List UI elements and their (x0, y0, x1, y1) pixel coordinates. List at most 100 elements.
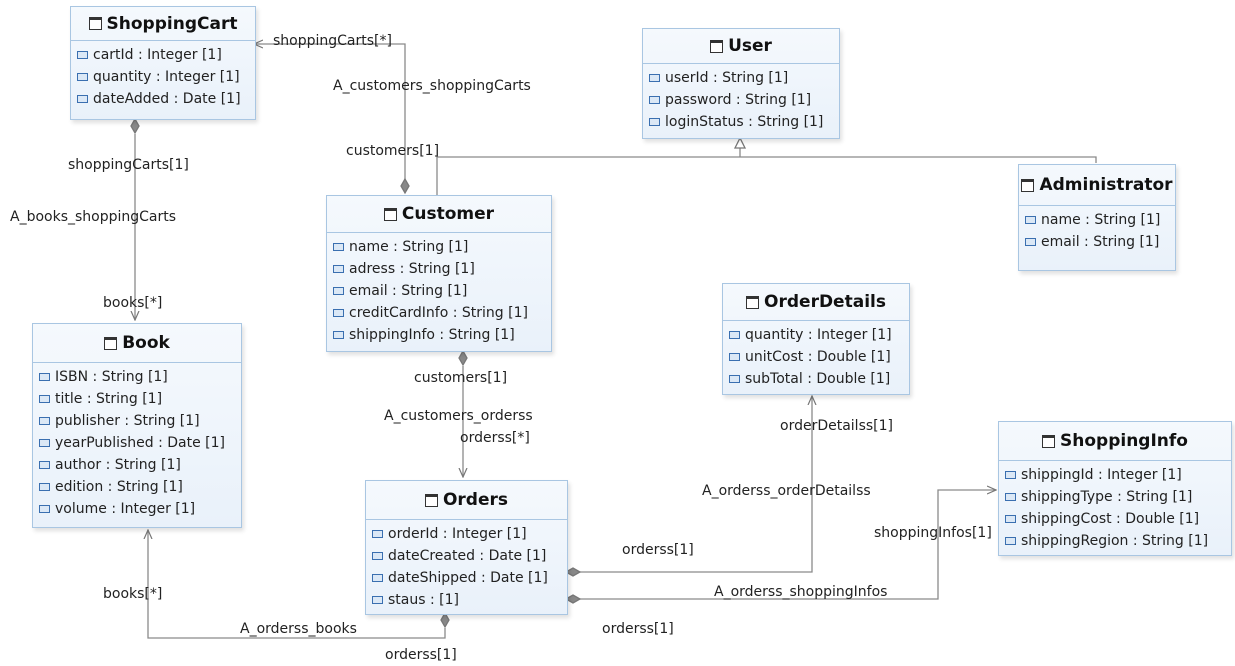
class-shoppingcart-header: ShoppingCart (71, 7, 255, 41)
attribute-icon (77, 73, 88, 81)
generalization-customer (436, 156, 740, 195)
role-label: orderss[1] (385, 647, 457, 663)
attribute-label: dateCreated : Date [1] (388, 548, 547, 564)
role-label: orderss[1] (622, 542, 694, 558)
attribute-row: userId : String [1] (643, 67, 839, 89)
attribute-row: quantity : Integer [1] (723, 324, 909, 346)
attribute-label: adress : String [1] (349, 261, 475, 277)
composition-diamond (564, 567, 582, 577)
association-label: A_books_shoppingCarts (10, 209, 177, 225)
attribute-row: title : String [1] (33, 388, 241, 410)
attribute-label: publisher : String [1] (55, 413, 200, 429)
class-shoppingcart-name: ShoppingCart (106, 13, 238, 34)
class-icon (104, 336, 118, 350)
attribute-icon (39, 461, 50, 469)
attribute-icon (1005, 471, 1016, 479)
attribute-icon (39, 439, 50, 447)
attribute-label: creditCardInfo : String [1] (349, 305, 528, 321)
role-label: orderDetailss[1] (780, 418, 893, 434)
attribute-label: dateAdded : Date [1] (93, 91, 241, 107)
class-icon (746, 295, 760, 309)
attribute-icon (39, 505, 50, 513)
role-label: books[*] (103, 586, 163, 602)
class-shoppinginfo-header: ShoppingInfo (999, 422, 1231, 461)
class-icon (1042, 434, 1056, 448)
attribute-icon (39, 417, 50, 425)
attribute-label: quantity : Integer [1] (745, 327, 892, 343)
attribute-label: unitCost : Double [1] (745, 349, 891, 365)
attribute-row: dateCreated : Date [1] (366, 545, 567, 567)
class-shoppinginfo[interactable]: ShoppingInfo shippingId : Integer [1] sh… (998, 421, 1232, 556)
attribute-icon (372, 574, 383, 582)
class-orders-header: Orders (366, 481, 567, 520)
attribute-label: edition : String [1] (55, 479, 183, 495)
role-label: orderss[1] (602, 621, 674, 637)
attribute-row: cartId : Integer [1] (71, 44, 255, 66)
class-administrator[interactable]: Administrator name : String [1] email : … (1018, 164, 1176, 271)
class-shoppingcart[interactable]: ShoppingCart cartId : Integer [1] quanti… (70, 6, 256, 120)
attribute-label: subTotal : Double [1] (745, 371, 891, 387)
attribute-row: email : String [1] (1019, 231, 1175, 253)
attribute-label: shippingId : Integer [1] (1021, 467, 1182, 483)
attribute-icon (333, 243, 344, 251)
edge-orders-shoppinginfo (580, 490, 996, 600)
class-orderdetails-name: OrderDetails (764, 292, 886, 312)
role-label: shoppingCarts[*] (273, 33, 392, 49)
attribute-row: dateAdded : Date [1] (71, 88, 255, 110)
attribute-label: orderId : Integer [1] (388, 526, 527, 542)
attribute-row: shippingCost : Double [1] (999, 508, 1231, 530)
association-label: A_orderss_books (240, 621, 357, 637)
attribute-label: yearPublished : Date [1] (55, 435, 225, 451)
class-orderdetails-header: OrderDetails (723, 284, 909, 321)
class-orderdetails[interactable]: OrderDetails quantity : Integer [1] unit… (722, 283, 910, 395)
association-label: A_orderss_orderDetailss (702, 483, 871, 499)
attribute-row: adress : String [1] (327, 258, 551, 280)
attribute-row: volume : Integer [1] (33, 498, 241, 520)
attribute-label: volume : Integer [1] (55, 501, 196, 517)
attribute-row: ISBN : String [1] (33, 366, 241, 388)
attribute-icon (649, 118, 660, 126)
generalization-administrator (740, 156, 1097, 163)
association-label: A_orderss_shoppingInfos (714, 584, 888, 600)
attribute-icon (1025, 238, 1036, 246)
role-label: shoppingCarts[1] (68, 157, 189, 173)
attribute-icon (1005, 493, 1016, 501)
attribute-row: staus : [1] (366, 589, 567, 611)
class-user-name: User (728, 36, 772, 56)
attribute-row: dateShipped : Date [1] (366, 567, 567, 589)
attribute-icon (1025, 216, 1036, 224)
attribute-icon (649, 96, 660, 104)
attribute-row: creditCardInfo : String [1] (327, 302, 551, 324)
edge-orders-orderdetails (580, 396, 812, 573)
class-user-header: User (643, 29, 839, 64)
association-label: A_customers_orderss (384, 408, 533, 424)
class-administrator-name: Administrator (1039, 175, 1173, 195)
attribute-row: shippingType : String [1] (999, 486, 1231, 508)
class-orders[interactable]: Orders orderId : Integer [1] dateCreated… (365, 480, 568, 615)
attribute-row: orderId : Integer [1] (366, 523, 567, 545)
role-label: customers[1] (346, 143, 440, 159)
class-icon (424, 493, 438, 507)
attribute-label: staus : [1] (388, 592, 459, 608)
attribute-icon (333, 309, 344, 317)
role-label: books[*] (103, 295, 163, 311)
attribute-row: email : String [1] (327, 280, 551, 302)
attribute-label: shippingCost : Double [1] (1021, 511, 1200, 527)
attribute-icon (1005, 537, 1016, 545)
attribute-label: name : String [1] (1041, 212, 1161, 228)
attribute-icon (39, 373, 50, 381)
class-icon (383, 207, 397, 221)
class-customer[interactable]: Customer name : String [1] adress : Stri… (326, 195, 552, 352)
attribute-icon (333, 265, 344, 273)
attribute-label: password : String [1] (665, 92, 812, 108)
class-book[interactable]: Book ISBN : String [1] title : String [1… (32, 323, 242, 528)
attribute-icon (372, 530, 383, 538)
attribute-label: cartId : Integer [1] (93, 47, 222, 63)
class-user[interactable]: User userId : String [1] password : Stri… (642, 28, 840, 139)
class-orders-name: Orders (442, 490, 509, 510)
attribute-row: name : String [1] (1019, 209, 1175, 231)
class-customer-header: Customer (327, 196, 551, 233)
attribute-icon (77, 95, 88, 103)
attribute-label: title : String [1] (55, 391, 163, 407)
